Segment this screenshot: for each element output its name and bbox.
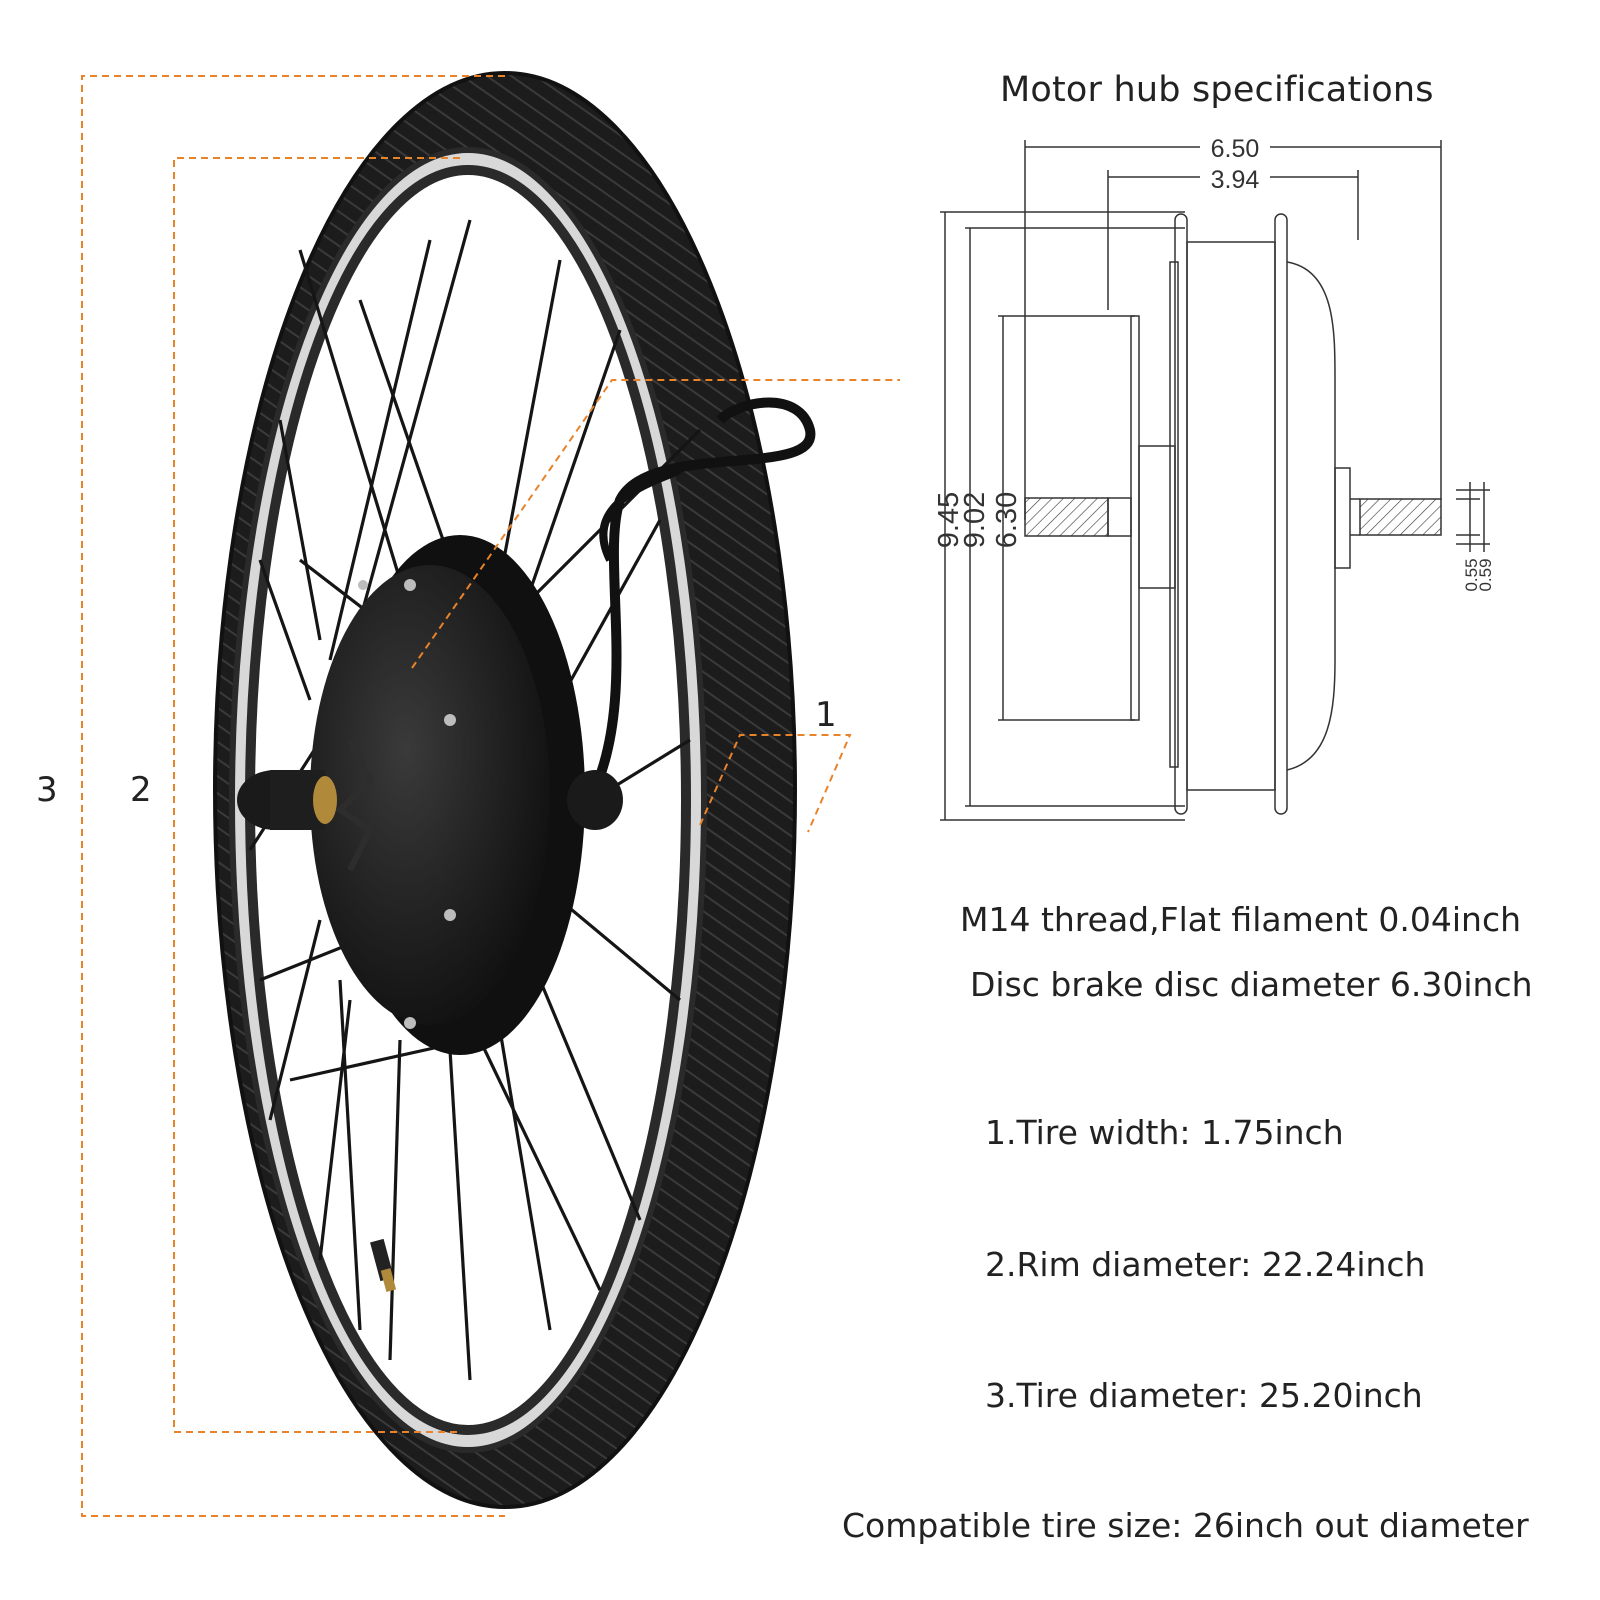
dim-axle-b: 0.59 — [1476, 558, 1495, 591]
tire-width-leader — [699, 734, 852, 833]
spec-disc: Disc brake disc diameter 6.30inch — [970, 965, 1533, 1004]
spec-thread: M14 thread,Flat filament 0.04inch — [960, 900, 1521, 939]
dim-overall-width: 6.50 — [1211, 135, 1260, 163]
hub-leader — [411, 379, 900, 669]
dim-height-outer: 9.45 — [933, 492, 965, 548]
spokes — [248, 219, 702, 1381]
rim-outline — [229, 147, 707, 1453]
tire-diameter-bracket — [81, 75, 505, 1517]
right-axle — [1359, 498, 1442, 536]
hub-bolts — [358, 579, 456, 1029]
spec-tire-diameter: 3.Tire diameter: 25.20inch — [985, 1376, 1423, 1415]
motor-cable — [585, 397, 816, 803]
dim-axle-a: 0.55 — [1462, 558, 1481, 591]
dim-height-disc: 6.30 — [991, 492, 1023, 548]
dim-height-flange: 9.02 — [959, 492, 991, 548]
marker-1: 1 — [815, 695, 837, 735]
left-axle — [1024, 497, 1109, 537]
hub-motor-face — [310, 565, 550, 1025]
spec-compatible: Compatible tire size: 26inch out diamete… — [842, 1506, 1529, 1545]
spec-tire-width: 1.Tire width: 1.75inch — [985, 1113, 1344, 1152]
marker-3: 3 — [36, 770, 58, 810]
marker-2: 2 — [130, 770, 152, 810]
spec-rim-diameter: 2.Rim diameter: 22.24inch — [985, 1245, 1426, 1284]
hub-spec-title: Motor hub specifications — [1000, 70, 1434, 110]
dim-inner-width: 3.94 — [1211, 166, 1260, 194]
